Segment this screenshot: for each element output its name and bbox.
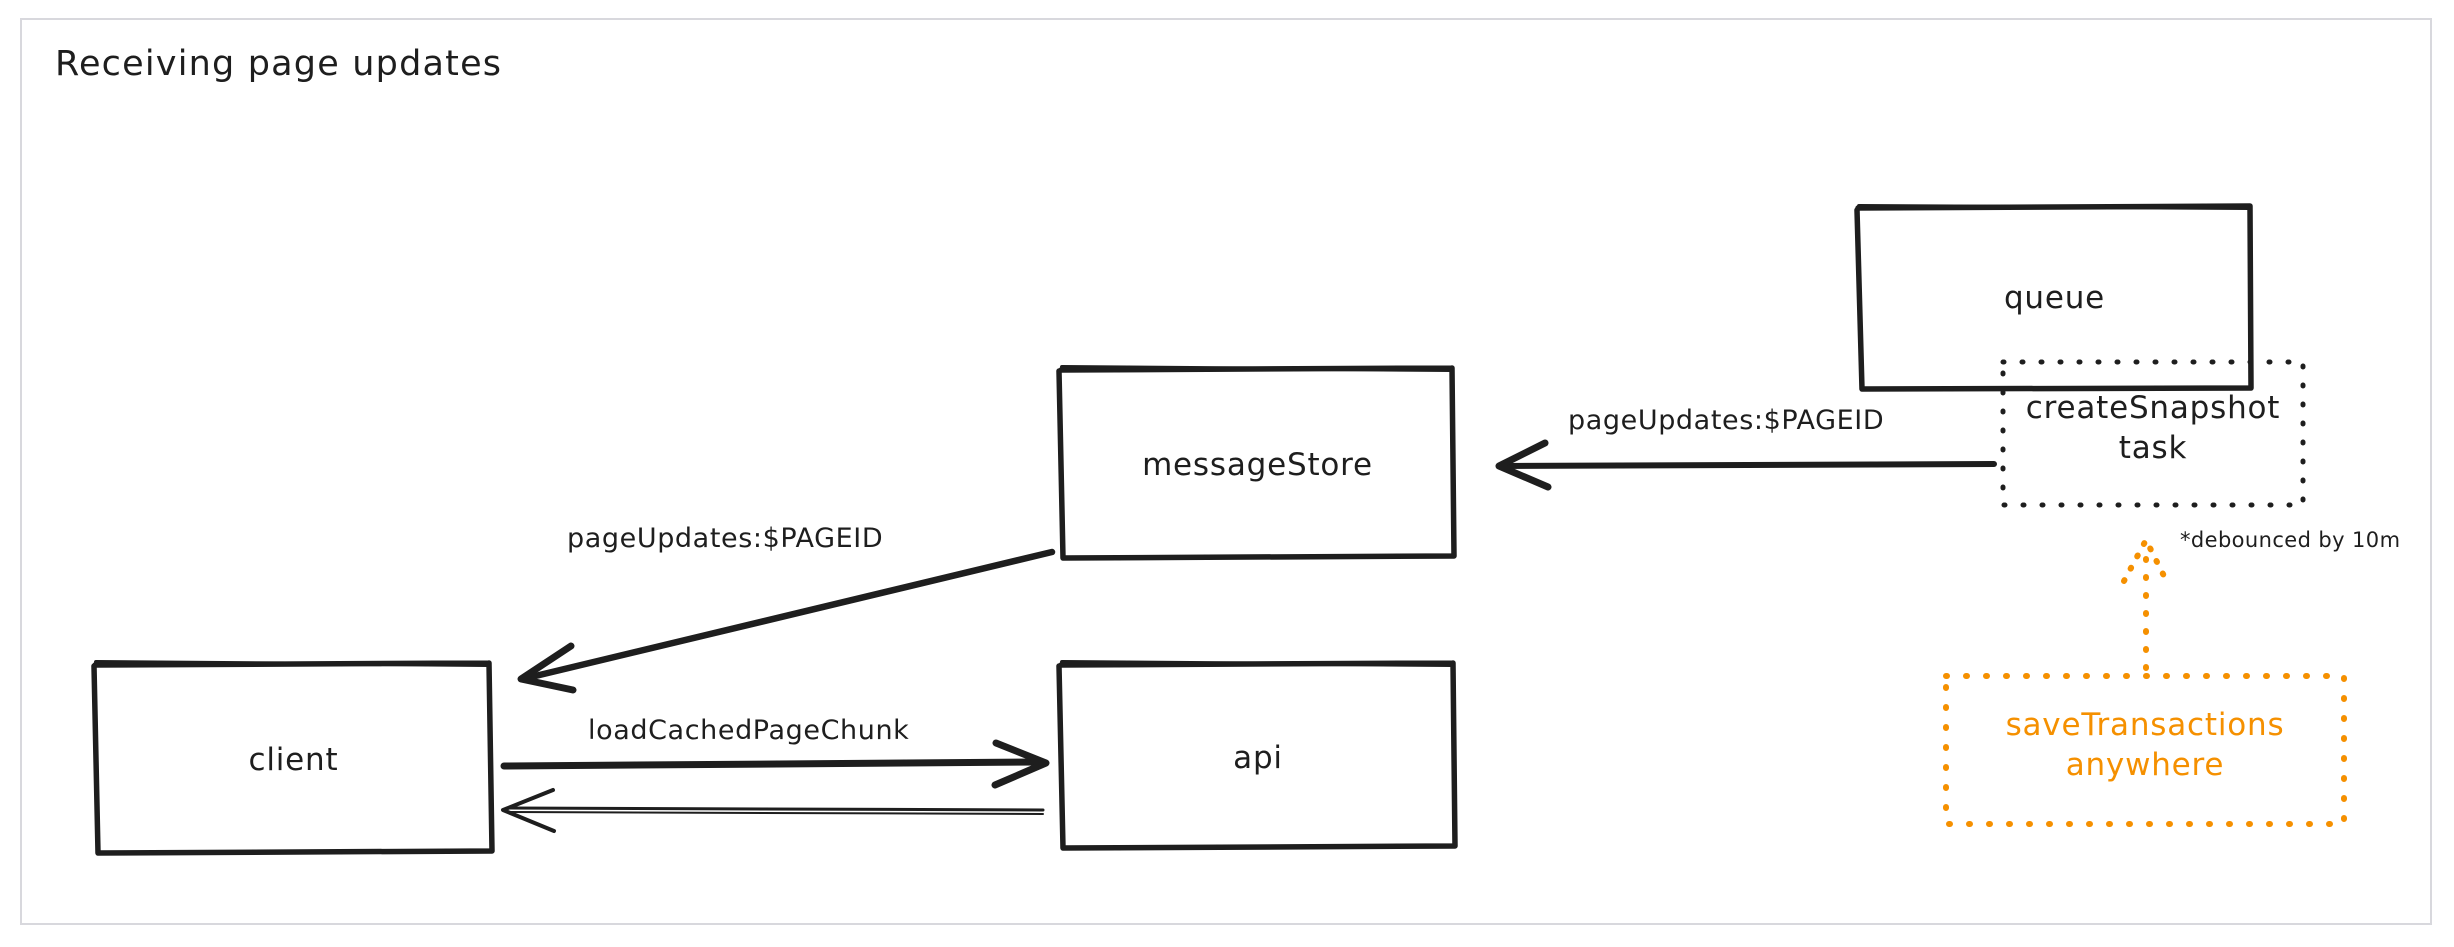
edge-client-to-api[interactable]	[500, 739, 1050, 789]
edge-task-to-messagestore[interactable]	[1495, 439, 1997, 491]
edge-label-client-to-api: loadCachedPageChunk	[588, 715, 910, 746]
edge-messagestore-to-client[interactable]	[517, 548, 1056, 694]
node-api-shape[interactable]	[1056, 660, 1458, 851]
node-messagestore-shape[interactable]	[1056, 365, 1457, 561]
edge-api-to-client[interactable]	[501, 788, 1045, 833]
edge-label-task-to-messagestore: pageUpdates:$PAGEID	[1568, 405, 1885, 436]
edge-label-messagestore-to-client: pageUpdates:$PAGEID	[567, 523, 884, 554]
annotation-debounce-note: *debounced by 10m	[2180, 528, 2401, 552]
diagram-frame	[20, 18, 2432, 925]
edge-savetransactions-to-task[interactable]	[2121, 537, 2170, 671]
node-savetransactions-shape[interactable]	[1943, 673, 2347, 827]
page-title: Receiving page updates	[55, 44, 503, 84]
node-createsnapshot-task-shape[interactable]	[2000, 359, 2306, 508]
node-client-shape[interactable]	[91, 660, 495, 856]
node-queue-shape[interactable]	[1854, 203, 2254, 392]
